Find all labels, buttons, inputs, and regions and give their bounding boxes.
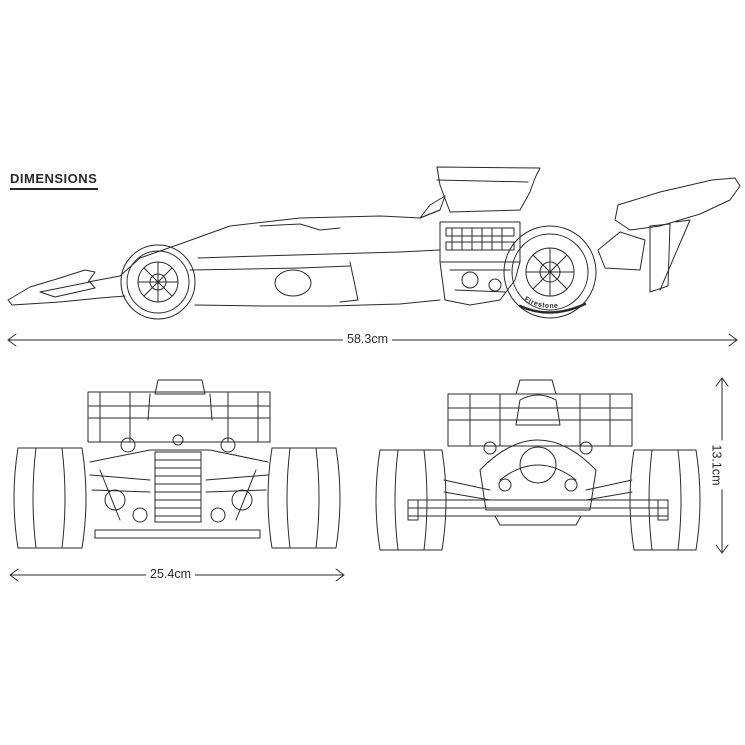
front-left-tyre [376, 450, 446, 550]
rear-radiator [155, 452, 201, 522]
side-rear-wheel [504, 226, 596, 318]
side-engine [440, 222, 520, 305]
diagram-title: DIMENSIONS [10, 171, 98, 186]
rear-view-car [14, 380, 340, 548]
side-nose [8, 210, 440, 300]
side-view-car [8, 167, 740, 319]
title-underline [10, 188, 98, 190]
rear-left-tyre [14, 448, 86, 548]
side-front-wheel [121, 245, 195, 319]
length-label: 58.3cm [343, 332, 392, 346]
svg-text:Firestone: Firestone [523, 296, 559, 310]
front-view-car [376, 380, 700, 550]
side-body-lower [195, 300, 440, 306]
front-right-tyre [630, 450, 700, 550]
width-label: 25.4cm [146, 567, 195, 581]
side-roundel [275, 270, 311, 296]
rear-right-tyre [268, 448, 340, 548]
tyre-brand-text: Firestone [523, 296, 558, 310]
side-rear-wing [615, 178, 740, 230]
side-body-mid [198, 250, 440, 258]
side-airbox [437, 167, 540, 212]
side-nose-wing [8, 296, 125, 305]
